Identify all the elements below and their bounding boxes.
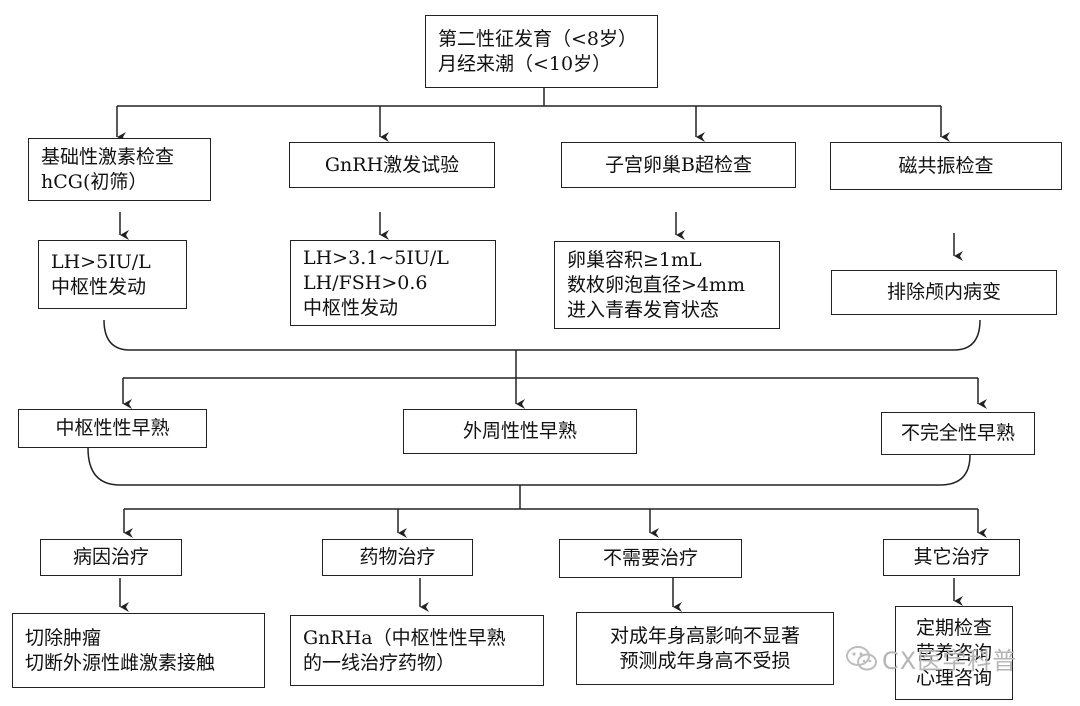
type-central-box: 中枢性性早熟 xyxy=(18,409,207,448)
detail-none-box: 对成年身高影响不显著 预测成年身高不受损 xyxy=(576,612,834,685)
type-peripheral-box: 外周性性早熟 xyxy=(403,409,637,454)
root-line-1: 第二性征发育（<8岁） xyxy=(438,27,638,50)
treatment-label: 药物治疗 xyxy=(359,546,436,568)
result-line: 中枢性发动 xyxy=(303,296,399,319)
exam-line: 基础性激素检查 xyxy=(41,145,175,168)
treatment-label: 病因治疗 xyxy=(72,546,149,568)
type-incomplete-box: 不完全性早熟 xyxy=(881,412,1035,455)
result-lh-box: LH>5IU/L 中枢性发动 xyxy=(38,240,187,309)
exam-line: 磁共振检查 xyxy=(898,154,994,177)
result-line: 中枢性发动 xyxy=(51,275,147,298)
result-gnrh-box: LH>3.1~5IU/L LH/FSH>0.6 中枢性发动 xyxy=(290,240,496,326)
wechat-icon xyxy=(846,646,877,671)
detail-cause-box: 切除肿瘤 切断外源性雌激素接触 xyxy=(12,613,265,688)
exam-ultrasound-box: 子宫卵巢B超检查 xyxy=(561,142,796,188)
exam-line: 子宫卵巢B超检查 xyxy=(605,153,752,176)
result-ultrasound-box: 卵巢容积≥1mL 数枚卵泡直径>4mm 进入青春发育状态 xyxy=(554,241,780,329)
exam-hormone-box: 基础性激素检查 hCG(初筛） xyxy=(28,138,211,201)
type-label: 中枢性性早熟 xyxy=(55,417,170,439)
result-line: LH>5IU/L xyxy=(51,250,151,273)
treatment-label: 其它治疗 xyxy=(913,546,990,568)
treatment-label: 不需要治疗 xyxy=(602,547,698,569)
detail-line: 营养咨询 xyxy=(915,641,992,664)
detail-line: GnRHa（中枢性性早熟 xyxy=(303,626,506,649)
detail-line: 预测成年身高不受损 xyxy=(619,649,791,672)
exam-mri-box: 磁共振检查 xyxy=(830,142,1062,190)
treatment-drug-box: 药物治疗 xyxy=(322,539,473,576)
exam-line: GnRH激发试验 xyxy=(324,153,460,176)
type-label: 外周性性早熟 xyxy=(462,420,577,442)
type-label: 不完全性早熟 xyxy=(900,422,1015,444)
result-line: 排除颅内病变 xyxy=(886,281,1001,303)
result-line: 数枚卵泡直径>4mm xyxy=(567,273,746,296)
detail-other-box: 定期检查 营养咨询 心理咨询 xyxy=(895,606,1013,700)
treatment-cause-box: 病因治疗 xyxy=(40,539,182,576)
treatment-other-box: 其它治疗 xyxy=(883,539,1020,576)
result-mri-box: 排除颅内病变 xyxy=(831,270,1057,315)
detail-line: 切除肿瘤 xyxy=(25,626,102,649)
detail-line: 心理咨询 xyxy=(915,666,992,689)
result-line: 进入青春发育状态 xyxy=(567,298,720,321)
result-line: 卵巢容积≥1mL xyxy=(567,248,702,271)
exam-line: hCG(初筛） xyxy=(41,170,148,193)
result-line: LH/FSH>0.6 xyxy=(303,271,428,294)
detail-line: 定期检查 xyxy=(915,616,992,639)
detail-line: 的一线治疗药物） xyxy=(303,651,456,674)
detail-line: 对成年身高影响不显著 xyxy=(609,624,800,647)
watermark-text: CX医学科普 xyxy=(882,647,1018,675)
exam-gnrh-box: GnRH激发试验 xyxy=(289,142,495,188)
detail-line: 切断外源性雌激素接触 xyxy=(25,651,216,674)
root-box: 第二性征发育（<8岁） 月经来潮（<10岁） xyxy=(425,15,658,88)
root-line-2: 月经来潮（<10岁） xyxy=(438,52,612,75)
detail-drug-box: GnRHa（中枢性性早熟 的一线治疗药物） xyxy=(290,615,544,686)
result-line: LH>3.1~5IU/L xyxy=(303,246,449,269)
treatment-none-box: 不需要治疗 xyxy=(559,539,742,578)
